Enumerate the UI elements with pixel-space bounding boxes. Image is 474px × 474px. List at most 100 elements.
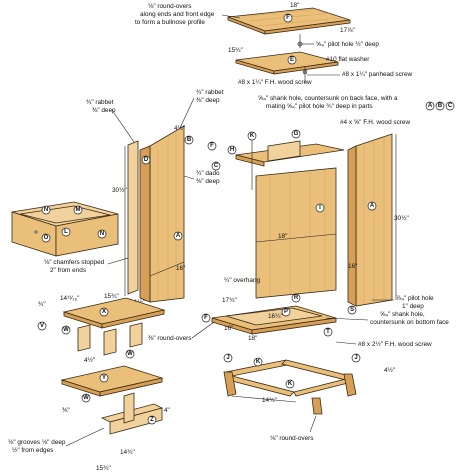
label-dado: ¾" dado xyxy=(196,170,220,177)
part-callout-a-left: A xyxy=(173,231,183,241)
svg-text:I: I xyxy=(319,205,321,211)
label-pilot-hole-top: ⅝₄" pilot hole ½" deep xyxy=(316,40,379,48)
label-fh-screw-bottom: #8 x 2½" F.H. wood screw xyxy=(358,340,432,348)
part-callout-y: Y xyxy=(99,373,109,383)
label-shank-hole-1: ⅝₄" shank hole, countersunk on back face… xyxy=(258,95,398,102)
svg-text:P: P xyxy=(284,309,288,315)
part-callout-i: I xyxy=(315,203,325,213)
label-back-width: 18" xyxy=(278,233,287,240)
part-callout-b: B xyxy=(184,135,194,145)
part-callout-s: S xyxy=(347,305,357,315)
svg-text:G: G xyxy=(294,131,299,137)
label-shelf-top-w: 14¹¹⁄₁₆" xyxy=(60,295,79,302)
part-callout-f-bottom: F xyxy=(201,313,211,323)
label-front-width: 4½" xyxy=(174,124,185,132)
part-callout-j: J xyxy=(223,353,233,363)
label-roundovers-top: ⅛" round-overs xyxy=(148,3,191,10)
part-callout-p: P xyxy=(281,307,291,317)
label-fh-screw-side: #4 x ⅝" F.H. wood screw xyxy=(340,119,410,126)
part-callout-m: M xyxy=(73,205,83,215)
svg-text:R: R xyxy=(294,295,299,301)
part-callout-a-right: A xyxy=(367,201,377,211)
label-shelf-bottom-dim: 4½" xyxy=(84,356,95,364)
label-top-depth: 17⅞" xyxy=(340,27,355,34)
label-bottom-w2: 16" xyxy=(224,325,233,332)
label-pilot-hole-right-2: 1" deep xyxy=(402,303,424,310)
label-shank-hole-bottom-2: countersunk on bottom face xyxy=(370,319,449,326)
part-callout-k: K xyxy=(247,131,257,141)
label-shelf-left-dim: ¾" xyxy=(38,301,46,308)
svg-text:E: E xyxy=(290,57,294,63)
svg-text:O: O xyxy=(44,235,49,241)
label-rabbet-left: ¾" rabbet xyxy=(86,99,114,106)
svg-text:C: C xyxy=(448,103,453,109)
label-subtop-width: 15¾" xyxy=(228,47,243,54)
label-side-height-left: 30½" xyxy=(112,186,127,194)
label-rabbet-front: ¾" rabbet xyxy=(196,89,224,96)
part-callout-z: Z xyxy=(147,415,157,425)
label-roundovers-top-2: along ends and front edge xyxy=(140,11,215,18)
svg-text:A: A xyxy=(176,233,181,239)
part-callout-w-2: W xyxy=(125,349,135,359)
label-shelf2-small: ⅜" xyxy=(62,407,70,414)
label-shelf2-w2: 15¾" xyxy=(96,465,111,472)
svg-text:N: N xyxy=(44,207,48,213)
label-shank-hole-bottom-1: ⅝₄" shank hole, xyxy=(380,311,425,318)
part-callout-l: L xyxy=(61,227,71,237)
label-rabbet-left-2: ⅜" deep xyxy=(92,107,116,114)
label-side-height-right: 30½" xyxy=(394,214,409,222)
svg-text:K: K xyxy=(256,359,261,365)
svg-text:Z: Z xyxy=(150,417,154,423)
svg-text:L: L xyxy=(64,229,68,235)
label-rabbet-front-2: ⅜" deep xyxy=(196,97,220,104)
label-roundovers-bottom: ⅛" round-overs xyxy=(270,435,313,442)
right-side-panel xyxy=(347,133,393,307)
svg-text:Y: Y xyxy=(102,375,106,381)
part-callout-t: T xyxy=(323,327,333,337)
bottom-panel xyxy=(211,305,337,335)
part-callout-n-2: N xyxy=(97,229,107,239)
label-overall-width: 16" xyxy=(176,265,185,272)
part-callout-j-2: J xyxy=(351,353,361,363)
svg-text:D: D xyxy=(144,157,149,163)
label-shank-hole-2: mating ⅝₄" pilot hole ¾" deep in parts xyxy=(266,103,373,110)
label-chamfers-2: 2" from ends xyxy=(50,267,86,274)
drawer-runner xyxy=(235,140,345,167)
label-shelf-top-w2: 15¾" xyxy=(104,293,119,300)
svg-text:K: K xyxy=(288,381,293,387)
part-callout-x: X xyxy=(99,307,109,317)
label-bottom-w1: 16¼" xyxy=(268,313,283,320)
label-overhang: ¼" overhang xyxy=(224,277,260,284)
label-top-width: 18" xyxy=(290,2,299,9)
label-chamfers: ⅛" chamfers stopped xyxy=(44,259,105,266)
part-callout-v: V xyxy=(37,321,47,331)
label-stretcher-dim: 14¾" xyxy=(262,397,277,404)
svg-text:W: W xyxy=(127,351,133,357)
part-callout-w: W xyxy=(61,325,71,335)
part-callout-c: C xyxy=(211,161,221,171)
svg-text:J: J xyxy=(354,355,357,361)
svg-text:F: F xyxy=(286,15,290,21)
svg-text:V: V xyxy=(40,323,44,329)
label-fh-screw-top: #8 x 1¼" F.H. wood screw xyxy=(238,79,312,86)
drawer-box xyxy=(11,201,119,257)
svg-text:M: M xyxy=(76,207,81,213)
svg-text:W: W xyxy=(83,395,89,401)
svg-text:T: T xyxy=(326,329,330,335)
leg-frame xyxy=(223,359,357,415)
label-shelf2-height: 4" xyxy=(164,407,170,414)
svg-text:H: H xyxy=(230,147,234,153)
label-roundovers-mid: ⅜" round-overs xyxy=(148,335,191,342)
svg-text:B: B xyxy=(438,103,443,109)
svg-text:S: S xyxy=(350,307,354,313)
part-callout-o: O xyxy=(41,233,51,243)
svg-text:B: B xyxy=(187,137,192,143)
label-flat-washer: #10 flat washer xyxy=(326,56,370,63)
parts-in-callouts: A B C xyxy=(425,101,455,111)
svg-text:X: X xyxy=(102,309,106,315)
svg-text:W: W xyxy=(63,327,69,333)
svg-text:A: A xyxy=(370,203,375,209)
label-pilot-hole-right: ⅞₄" pilot hole xyxy=(396,295,434,302)
part-callout-f-top: F xyxy=(283,13,293,23)
